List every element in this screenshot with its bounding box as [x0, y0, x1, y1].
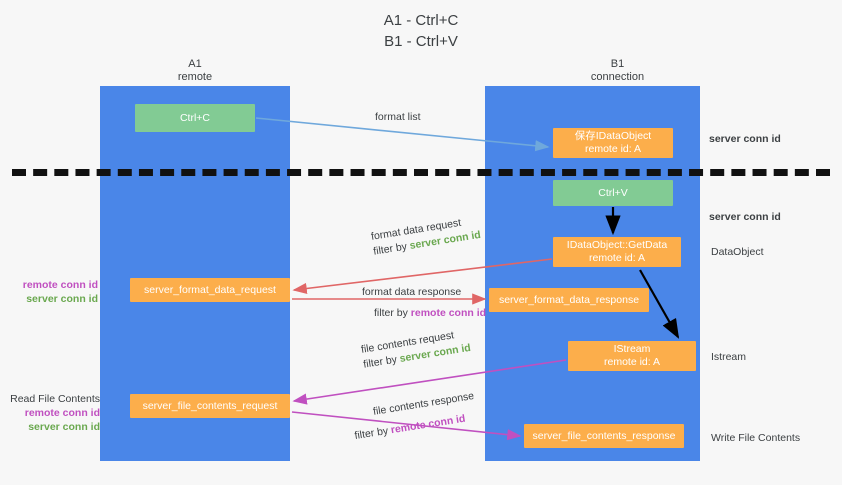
annotation-server-conn-id-top: server conn id	[709, 133, 781, 145]
node-server-file-contents-request[interactable]: server_file_contents_request	[130, 394, 290, 418]
annotation-conn-id-group-1: remote conn id server conn id	[10, 278, 98, 306]
edge-label-file-resp-filter: filter by remote conn id	[354, 410, 479, 444]
title-line-1: A1 - Ctrl+C	[383, 12, 459, 29]
node-server-format-data-request[interactable]: server_format_data_request	[130, 278, 290, 302]
node-getdata-line1: IDataObject::GetData	[566, 239, 668, 251]
phase-divider	[12, 169, 830, 176]
lane-a1-name: A1	[188, 58, 202, 70]
lane-header-b1: B1 connection	[545, 58, 690, 84]
node-istream[interactable]: IStream remote id: A	[568, 341, 696, 371]
node-fmt-resp-label: server_format_data_response	[498, 293, 640, 306]
node-save-idataobject-line1: 保存IDataObject	[574, 130, 652, 142]
node-istream-line2: remote id: A	[603, 356, 661, 368]
node-file-resp-label: server_file_contents_response	[532, 429, 676, 442]
node-server-format-data-response[interactable]: server_format_data_response	[489, 288, 649, 312]
node-fmt-req-label: server_format_data_request	[144, 283, 276, 296]
annotation-group1-server: server conn id	[26, 293, 98, 305]
node-idataobject-getdata[interactable]: IDataObject::GetData remote id: A	[553, 237, 681, 267]
lane-b1-role: connection	[590, 71, 645, 83]
annotation-group1-remote: remote conn id	[22, 279, 98, 291]
node-ctrl-c-label: Ctrl+C	[179, 111, 211, 124]
annotation-istream: Istream	[711, 351, 747, 363]
annotation-server-conn-id-mid: server conn id	[709, 211, 781, 223]
annotation-group2-remote: remote conn id	[24, 407, 100, 419]
lane-header-a1: A1 remote	[125, 58, 265, 84]
annotation-group2-server: server conn id	[28, 421, 100, 433]
edge-label-file-contents-request: file contents request filter by server c…	[360, 326, 472, 373]
lane-a1-role: remote	[177, 71, 213, 83]
node-ctrl-c[interactable]: Ctrl+C	[135, 104, 255, 132]
edge-label-fmt-resp-filter-key: remote conn id	[410, 307, 487, 319]
node-server-file-contents-response[interactable]: server_file_contents_response	[524, 424, 684, 448]
node-save-idataobject-line2: remote id: A	[584, 143, 642, 155]
node-save-idataobject[interactable]: 保存IDataObject remote id: A	[553, 128, 673, 158]
edge-label-file-resp-filter-prefix: filter by	[353, 424, 392, 443]
node-file-req-label: server_file_contents_request	[142, 399, 278, 412]
node-getdata-line2: remote id: A	[588, 252, 646, 264]
node-ctrl-v-label: Ctrl+V	[598, 186, 628, 199]
title-line-2: B1 - Ctrl+V	[384, 33, 458, 50]
edge-label-fmt-resp-filter-prefix: filter by	[374, 307, 411, 319]
node-ctrl-v[interactable]: Ctrl+V	[553, 180, 673, 206]
node-istream-line1: IStream	[613, 343, 651, 355]
edge-label-fmt-resp-filter: filter by remote conn id	[374, 306, 486, 321]
annotation-read-file-contents: Read File Contents	[10, 393, 100, 405]
annotation-write-file-contents: Write File Contents	[711, 432, 801, 444]
edge-label-format-data-request: format data request filter by server con…	[370, 213, 482, 260]
annotation-dataobject: DataObject	[711, 246, 764, 258]
annotation-conn-id-group-2: Read File Contents remote conn id server…	[8, 392, 100, 434]
edge-label-format-data-response: format data response filter by remote co…	[362, 285, 486, 321]
edge-label-fmt-resp-line1: format data response	[362, 286, 462, 298]
edge-label-format-list: format list	[375, 110, 421, 125]
edge-label-format-list-text: format list	[375, 111, 421, 123]
edge-label-file-contents-response: file contents response filter by remote …	[354, 389, 479, 442]
page-title: A1 - Ctrl+C B1 - Ctrl+V	[0, 10, 842, 52]
lane-b1-name: B1	[610, 58, 625, 70]
edge-label-file-resp-filter-key: remote conn id	[390, 412, 467, 437]
